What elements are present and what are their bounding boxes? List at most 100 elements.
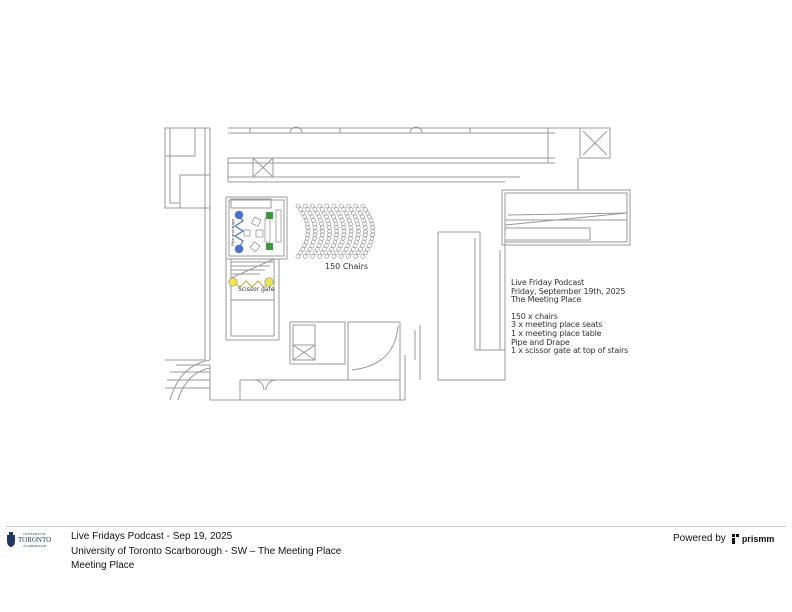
logo-line3: SCARBOROUGH xyxy=(23,544,46,548)
chair xyxy=(302,254,308,259)
chair xyxy=(295,254,301,259)
chair xyxy=(363,232,368,238)
chair xyxy=(334,228,340,234)
chair xyxy=(319,225,325,230)
chair xyxy=(305,225,311,230)
chair xyxy=(312,225,318,230)
chair xyxy=(307,246,313,252)
chair xyxy=(327,225,332,230)
chair xyxy=(363,228,368,234)
chair xyxy=(327,250,332,256)
chair xyxy=(367,243,372,248)
pipe-and-drape: Pipe and drape xyxy=(230,210,245,254)
chair-array xyxy=(295,203,376,259)
chair xyxy=(316,243,322,248)
rotated-label-box xyxy=(264,217,271,243)
chair xyxy=(345,243,351,248)
chair xyxy=(324,203,330,209)
chair xyxy=(295,203,301,209)
chair xyxy=(327,207,332,212)
chairs-label: 150 Chairs xyxy=(325,262,369,271)
marker-green xyxy=(266,212,273,219)
chair xyxy=(355,232,361,238)
note-line: Live Friday Podcast xyxy=(511,278,584,287)
rotated-label-box xyxy=(275,209,282,243)
chair xyxy=(329,210,334,216)
chair xyxy=(319,250,325,256)
chair xyxy=(363,207,368,212)
prismm-brand: prismm xyxy=(741,533,775,544)
chair xyxy=(360,243,365,248)
chair xyxy=(331,254,337,259)
seat xyxy=(251,216,262,227)
chair xyxy=(300,210,306,216)
chair xyxy=(314,210,320,216)
meeting-place-furniture xyxy=(243,209,282,253)
chair xyxy=(310,254,315,259)
chair xyxy=(348,225,354,230)
logo-line2: TORONTO xyxy=(18,536,52,544)
chair xyxy=(343,210,349,216)
chair xyxy=(331,243,336,248)
scissor-gate-label: Scissor gate xyxy=(238,286,275,293)
chair xyxy=(355,250,361,256)
chair xyxy=(348,232,354,238)
chair xyxy=(353,254,358,259)
footer-divider xyxy=(6,526,786,527)
chair xyxy=(362,221,368,227)
chair xyxy=(305,232,311,238)
chair xyxy=(355,207,361,212)
chair xyxy=(312,232,318,238)
prismm-logo: prismm xyxy=(731,533,775,544)
chair xyxy=(348,250,354,256)
chair xyxy=(334,207,339,212)
note-line: Friday, September 19th, 2025 xyxy=(511,286,626,296)
walls xyxy=(164,126,631,401)
powered-by-label: Powered by xyxy=(673,533,726,544)
note-line: 1 x meeting place table xyxy=(511,328,602,338)
footer-details: Live Fridays Podcast - Sep 19, 2025 Univ… xyxy=(71,530,341,574)
chair xyxy=(334,225,339,230)
meeting-table xyxy=(255,229,264,238)
uoft-logo: UNIVERSITY OF TORONTO SCARBOROUGH xyxy=(6,532,51,548)
seat xyxy=(243,229,251,237)
chair xyxy=(356,228,361,234)
chair xyxy=(355,225,361,230)
chair xyxy=(298,250,303,256)
chair xyxy=(331,203,337,209)
chair xyxy=(363,225,368,230)
chair xyxy=(307,210,313,216)
chair xyxy=(348,228,354,234)
chair xyxy=(302,203,308,209)
chair xyxy=(363,250,368,256)
chair xyxy=(340,221,346,227)
chair xyxy=(358,246,363,252)
chair xyxy=(320,228,325,234)
chair xyxy=(312,207,318,212)
chair xyxy=(369,221,375,227)
chair xyxy=(350,210,356,216)
chair xyxy=(326,221,332,227)
chair xyxy=(327,228,332,234)
chair xyxy=(334,250,339,256)
powered-by: Powered by prismm xyxy=(673,533,774,544)
chair xyxy=(355,221,360,227)
chair xyxy=(343,246,349,252)
venue: University of Toronto Scarborough - SW –… xyxy=(71,545,342,557)
chair xyxy=(341,207,347,212)
chair xyxy=(309,243,315,248)
chair xyxy=(324,254,330,259)
chair xyxy=(338,254,344,259)
chair xyxy=(319,232,325,238)
chair xyxy=(314,246,320,252)
chair xyxy=(312,221,317,227)
logo-line1: UNIVERSITY OF xyxy=(23,532,46,536)
chair xyxy=(319,207,325,212)
scissor-gate xyxy=(228,277,274,288)
note-line: 3 x meeting place seats xyxy=(511,320,603,330)
chair xyxy=(358,210,363,216)
chair xyxy=(312,250,318,256)
chair xyxy=(324,243,329,248)
chair xyxy=(338,203,344,209)
chair xyxy=(370,225,375,230)
